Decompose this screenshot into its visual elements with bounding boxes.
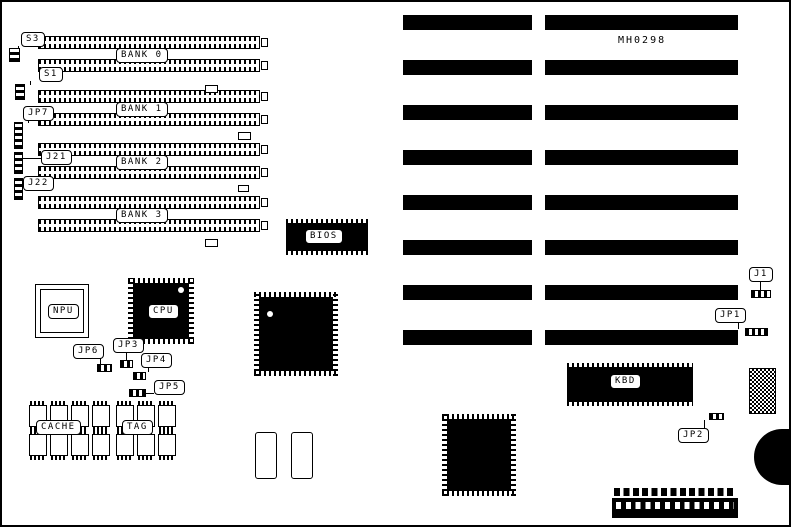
npu-chip [35,284,89,338]
leader-line [100,358,101,364]
socket-end-cap [261,168,268,177]
tag-chip [158,430,176,460]
pin1-marker [178,287,184,293]
leader-line [28,120,29,123]
npu-label: NPU [48,304,79,319]
leader-line [148,367,149,372]
bank2-label: BANK 2 [116,155,168,170]
isa-slot-segment [545,240,738,255]
isa-slot-segment [403,105,532,120]
jumper-block-jp4 [133,372,146,380]
jumper-block-jp1 [745,328,768,336]
chipset-chip-body [259,297,333,371]
socket-end-cap [261,92,268,101]
tag-chip [116,430,134,460]
isa-slot-segment [403,150,532,165]
jp3-label: JP3 [113,338,144,353]
isa-slot-segment [403,285,532,300]
jumper-block-jp7 [14,122,23,149]
leader-line [704,420,705,428]
power-connector [612,498,738,518]
discrete-component [205,239,218,247]
isa-slot-segment [545,285,738,300]
cache-chip [50,430,68,460]
jp6-label: JP6 [73,344,104,359]
jp7-label: JP7 [23,106,54,121]
bios-label: BIOS [305,229,343,244]
power-connector-contacts [616,502,734,509]
j21-label: J21 [41,150,72,165]
socket-end-cap [261,145,268,154]
isa-slot-segment [403,240,532,255]
crystal-component [291,432,313,479]
bank3-label: BANK 3 [116,208,168,223]
j22-label: J22 [23,176,54,191]
discrete-component [238,132,251,140]
isa-slot-segment [545,330,738,345]
power-connector-pins [614,488,736,496]
isa-slot-segment [545,195,738,210]
socket-end-cap [261,115,268,124]
isa-slot-segment [545,105,738,120]
part-number-text: MH0298 [618,35,667,46]
jp1-label: JP1 [715,308,746,323]
controller-chip [442,414,516,496]
jumper-block-j1 [751,290,771,298]
kbd-label: KBD [610,374,641,389]
jumper-block-jp2 [709,413,724,420]
leader-line [738,322,739,329]
discrete-component [238,185,249,192]
tag-chip [158,401,176,431]
jumper-block-jp5 [129,389,146,397]
jumper-block-j22 [14,178,23,200]
discrete-component [205,85,218,93]
socket-end-cap [261,198,268,207]
leader-line [146,393,154,394]
isa-slot-segment [545,60,738,75]
socket-end-cap [261,61,268,70]
isa-slot-segment [403,60,532,75]
controller-chip-body [447,419,511,491]
isa-slot-segment [403,15,532,30]
jp4-label: JP4 [141,353,172,368]
s1-label: S1 [39,67,63,82]
tag-chip [137,430,155,460]
edge-connector [749,368,776,414]
socket-end-cap [261,221,268,230]
cache-label: CACHE [36,420,81,435]
cache-chip [92,430,110,460]
jp5-label: JP5 [154,380,185,395]
keyboard-din-connector [754,429,789,485]
jumper-block-jp3 [120,360,133,368]
pin1-marker [267,311,273,317]
jumper-block-s1 [15,84,25,100]
isa-slot-segment [545,15,738,30]
cpu-label: CPU [148,304,179,319]
s3-label: S3 [21,32,45,47]
leader-line [23,158,41,159]
leader-line [18,46,19,49]
isa-slot-segment [403,195,532,210]
cache-chip [92,401,110,431]
cache-chip [71,430,89,460]
socket-end-cap [261,38,268,47]
isa-slot-segment [545,150,738,165]
leader-line [126,352,127,360]
bank1-label: BANK 1 [116,102,168,117]
leader-line [30,81,31,85]
jumper-block-s3 [9,48,20,62]
crystal-component [255,432,277,479]
chipset-chip [254,292,338,376]
leader-line [760,281,761,290]
bank0-label: BANK 0 [116,48,168,63]
j1-label: J1 [749,267,773,282]
cache-chip [29,430,47,460]
tag-label: TAG [122,420,153,435]
jumper-block-j21 [14,152,23,174]
isa-slot-segment [403,330,532,345]
jumper-block-jp6 [97,364,112,372]
jp2-label: JP2 [678,428,709,443]
